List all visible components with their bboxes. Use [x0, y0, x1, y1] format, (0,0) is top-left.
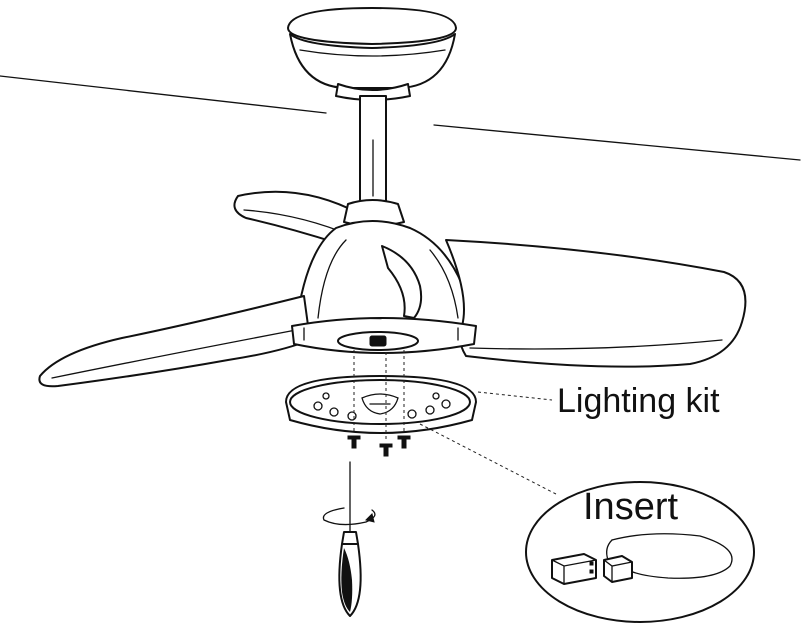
- rotation-arrow-icon: [322, 507, 376, 526]
- insert-label: Insert: [583, 486, 679, 528]
- ceiling-line: [0, 75, 801, 161]
- lighting-kit-label: Lighting kit: [557, 382, 720, 420]
- fan-blade-right: [445, 239, 747, 368]
- insert-detail-oval: [525, 481, 755, 623]
- fan-blade-left-bottom: [38, 295, 311, 388]
- switch-housing-plate: [291, 317, 477, 354]
- fan-blade-front: [381, 245, 423, 319]
- downrod: [359, 95, 387, 205]
- leader-lines: [419, 391, 557, 495]
- lighting-kit-ring: [285, 375, 477, 434]
- ceiling-canopy: [287, 7, 457, 101]
- screwdriver: [338, 461, 362, 617]
- alignment-lines: [353, 350, 405, 440]
- mounting-screws: [347, 435, 411, 457]
